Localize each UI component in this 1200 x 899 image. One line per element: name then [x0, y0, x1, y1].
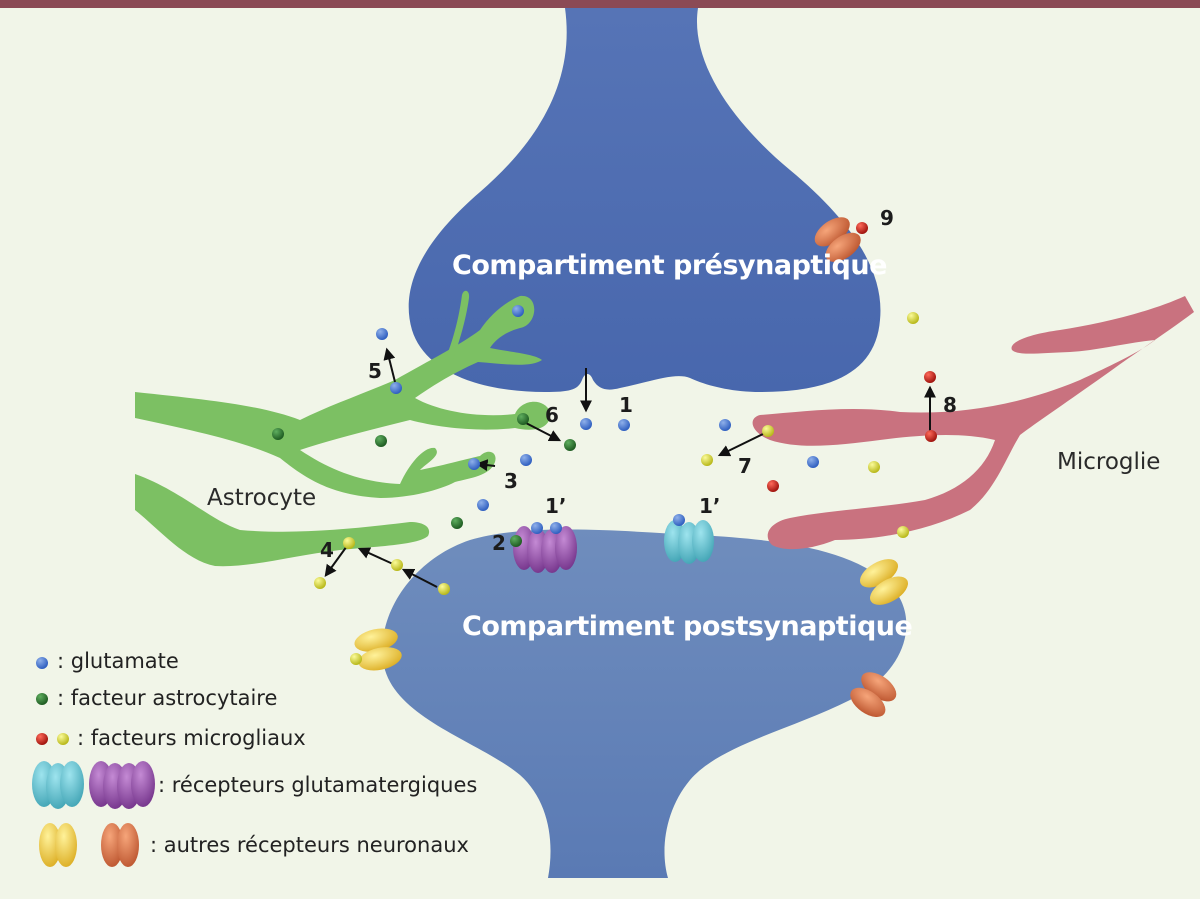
legend-microglial-yellow-dot — [57, 733, 69, 745]
presynaptic-compartment — [408, 8, 881, 392]
step-label-3: 3 — [504, 469, 518, 493]
step-label-1: 1 — [619, 393, 633, 417]
receptor-orange-bottom — [850, 672, 897, 717]
step-label-4: 4 — [320, 538, 334, 562]
microglial-red-molecules — [767, 222, 937, 492]
legend-glutamate-receptors-text: : récepteurs glutamatergiques — [158, 773, 478, 797]
legend-microglial-factors-text: : facteurs microgliaux — [77, 726, 306, 750]
step-label-9: 9 — [880, 206, 894, 230]
presynaptic-label: Compartiment présynaptique — [452, 250, 887, 281]
receptor-orange-presynaptic — [814, 217, 861, 262]
step-label-2: 2 — [492, 531, 506, 555]
legend-icons — [32, 657, 155, 867]
receptor-yellow-left — [354, 628, 402, 671]
astrocytic-factor-molecules — [272, 413, 576, 547]
arrows — [324, 347, 936, 588]
legend-glutamate-text: : glutamate — [57, 649, 179, 673]
legend-receptor-purple-icon — [89, 761, 155, 809]
step-label-7: 7 — [738, 454, 752, 478]
astrocyte-label: Astrocyte — [207, 485, 317, 511]
receptor-yellow-right — [860, 559, 908, 605]
step-label-6: 6 — [545, 403, 559, 427]
postsynaptic-compartment — [382, 529, 907, 878]
step-label-1-prime-right: 1’ — [699, 494, 721, 518]
astrocyte-processes — [135, 290, 551, 567]
step-label-1-prime-left: 1’ — [545, 494, 567, 518]
legend-microglial-red-dot — [36, 733, 48, 745]
legend-astro-factor-text: : facteur astrocytaire — [57, 686, 278, 710]
top-border — [0, 0, 1200, 8]
legend-other-receptors-text: : autres récepteurs neuronaux — [150, 833, 469, 857]
microglia-processes — [752, 296, 1194, 550]
microglia-label: Microglie — [1057, 449, 1161, 475]
legend-astro-factor-dot — [36, 693, 48, 705]
legend-receptor-cyan-icon — [32, 761, 84, 809]
legend-glutamate-dot — [36, 657, 48, 669]
microglial-yellow-molecules — [314, 312, 919, 665]
step-label-5: 5 — [368, 359, 382, 383]
legend-receptor-yellow-icon — [39, 823, 77, 867]
postsynaptic-label: Compartiment postsynaptique — [462, 611, 913, 642]
legend-receptor-orange-icon — [101, 823, 139, 867]
step-label-8: 8 — [943, 393, 957, 417]
glutamate-receptor-cyan — [664, 520, 714, 564]
glutamate-molecules — [376, 305, 819, 534]
